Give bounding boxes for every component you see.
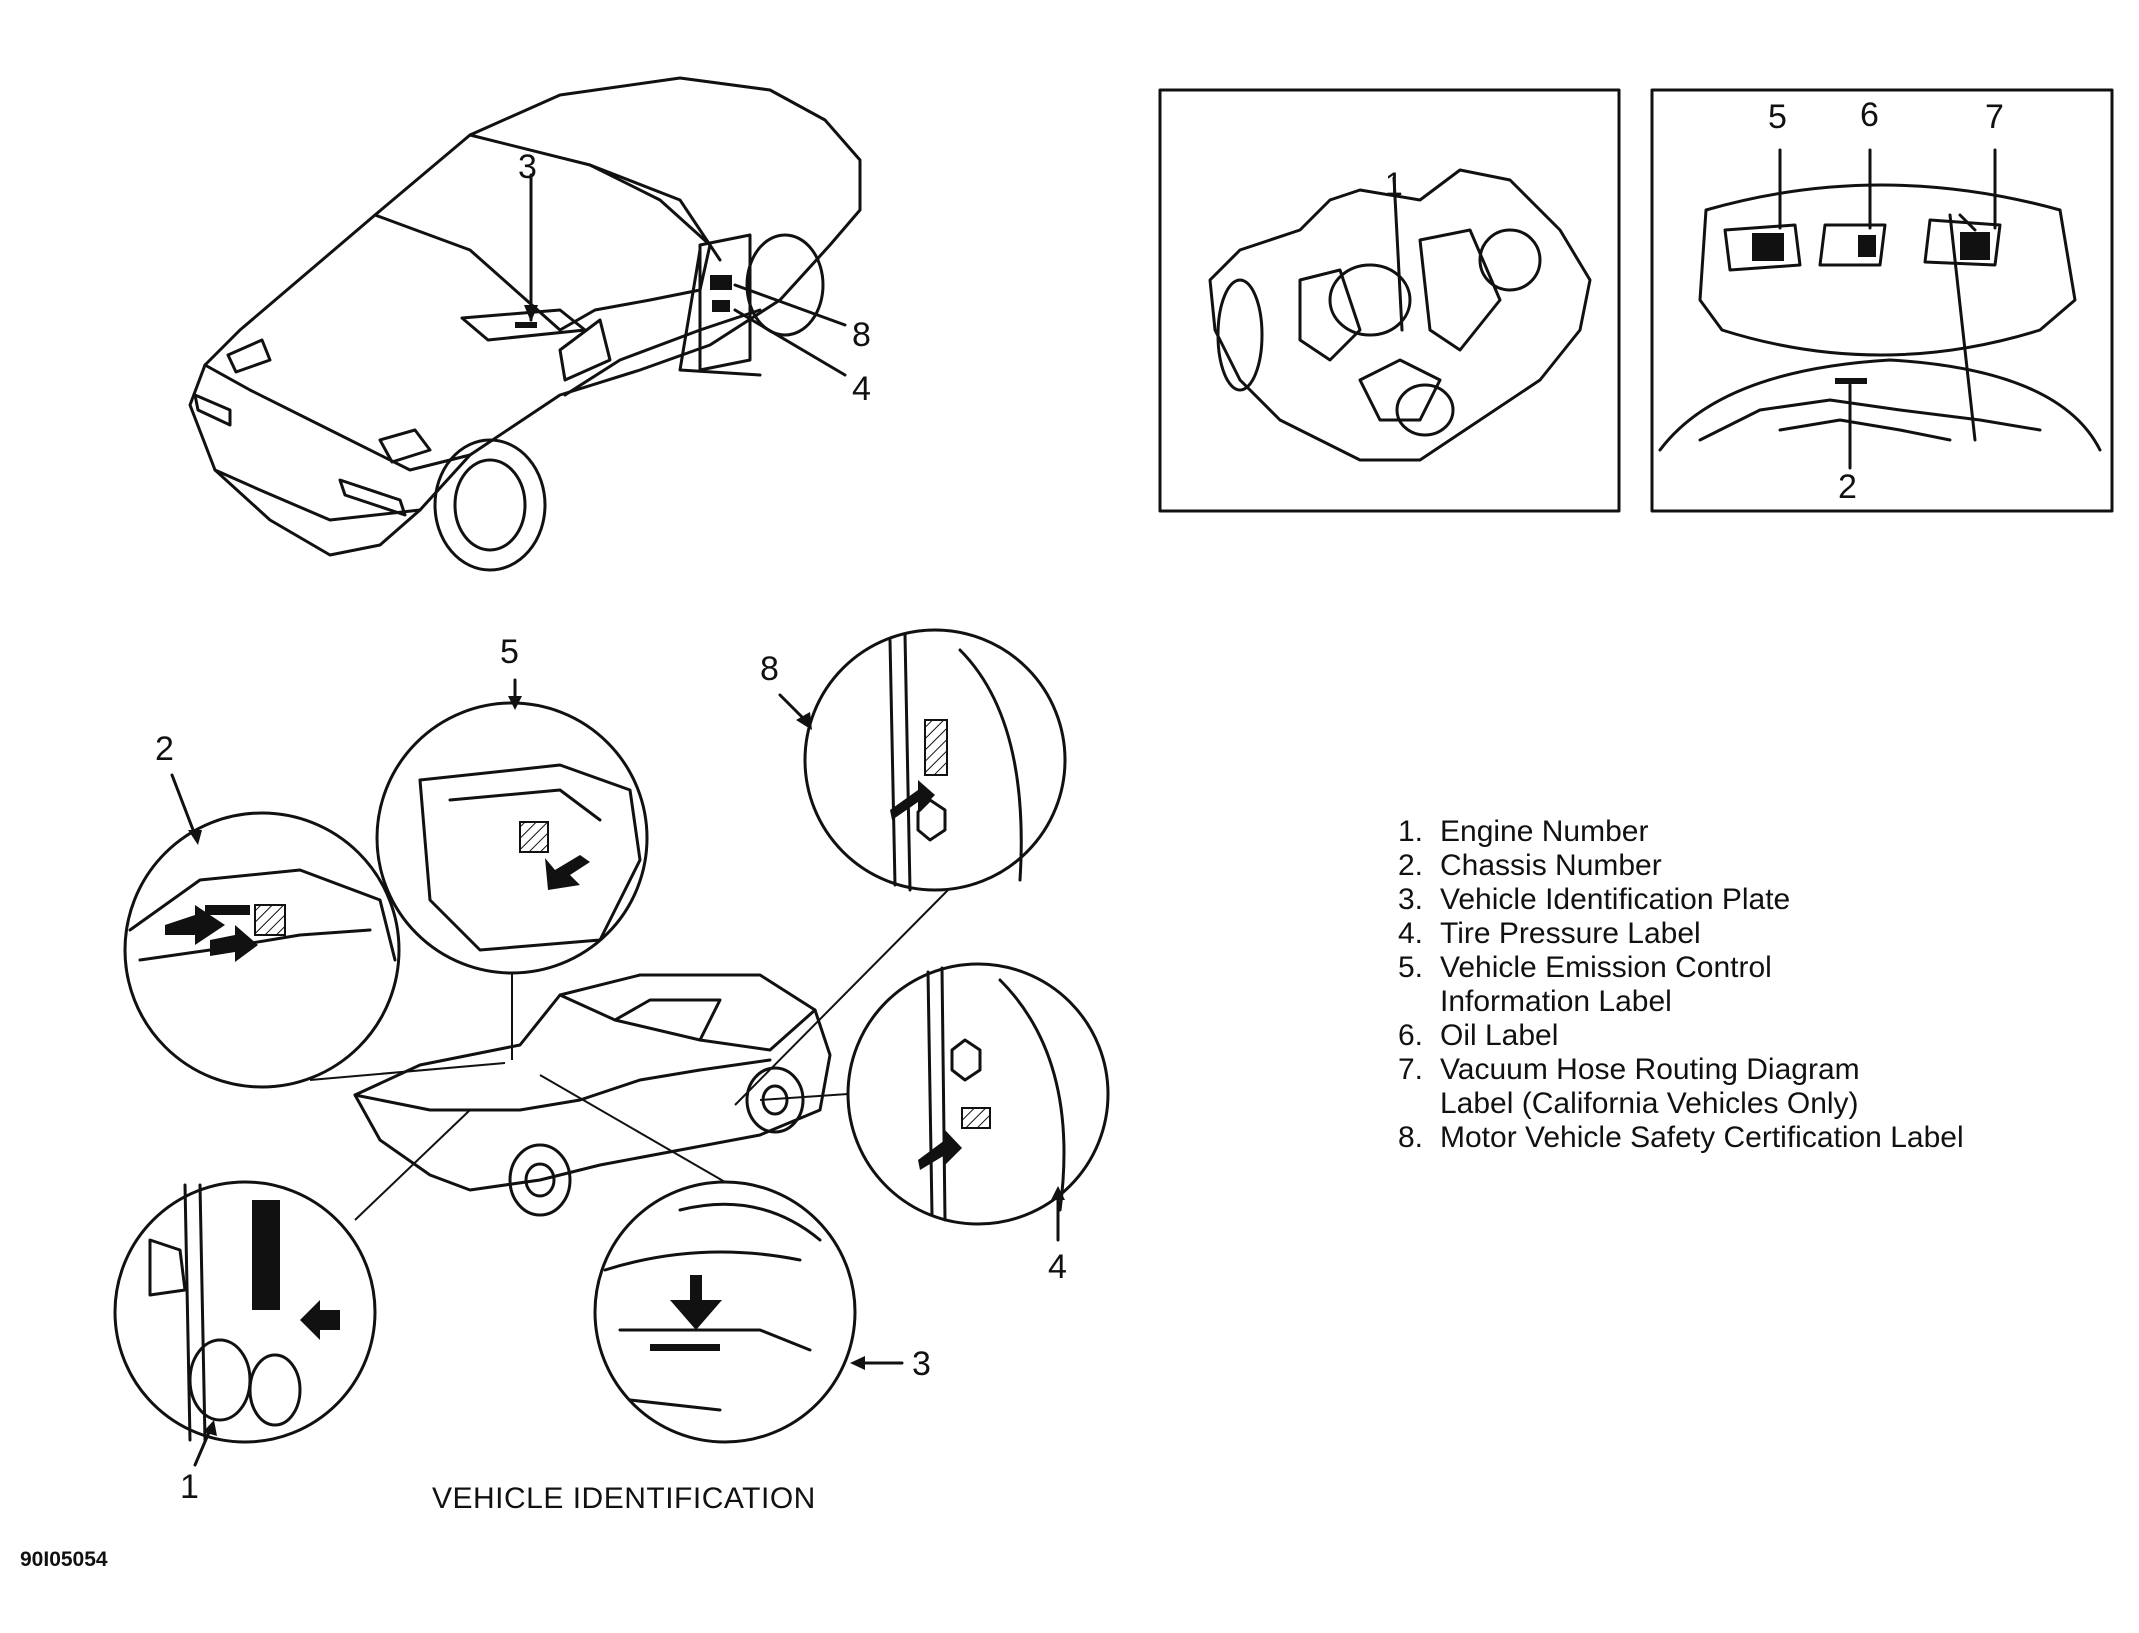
top-car-callout-4: 4	[852, 370, 871, 408]
top-car-callout-8: 8	[852, 316, 871, 354]
hood-callout-2: 2	[1838, 468, 1857, 506]
hood-callout-6: 6	[1860, 96, 1879, 134]
hood-callout-5: 5	[1768, 98, 1787, 136]
legend-item: 8. Motor Vehicle Safety Certification Lab…	[1398, 1121, 1964, 1155]
legend-number: 6.	[1398, 1019, 1424, 1052]
top-car-callout-3: 3	[518, 148, 537, 186]
legend-item: 6. Oil Label	[1398, 1019, 1964, 1053]
detail-callout-2: 2	[155, 730, 174, 768]
detail-circle-1	[113, 1180, 377, 1444]
legend-item: 2. Chassis Number	[1398, 849, 1964, 883]
legend-number: 8.	[1398, 1121, 1424, 1154]
legend-number: 5.	[1398, 951, 1424, 984]
legend-item: 7. Vacuum Hose Routing Diagram	[1398, 1053, 1964, 1087]
engine-callout-1: 1	[1385, 166, 1403, 202]
legend-item: 3. Vehicle Identification Plate	[1398, 883, 1964, 917]
top-car-illustration	[188, 76, 862, 572]
legend-item: 5. Vehicle Emission Control	[1398, 951, 1964, 985]
detail-circle-8	[803, 628, 1067, 892]
bottom-car-illustration	[353, 973, 832, 1217]
detail-callout-5: 5	[500, 633, 519, 671]
legend-item: Information Label	[1398, 985, 1964, 1019]
legend-number: 7.	[1398, 1053, 1424, 1086]
legend-text: Chassis Number	[1440, 849, 1662, 882]
legend-text: Engine Number	[1440, 815, 1649, 848]
legend-text: Vacuum Hose Routing Diagram	[1440, 1053, 1860, 1086]
detail-callout-4: 4	[1048, 1248, 1067, 1286]
detail-circle-5	[375, 701, 649, 975]
detail-callout-3: 3	[912, 1345, 931, 1383]
legend-item: Label (California Vehicles Only)	[1398, 1087, 1964, 1121]
legend-number: 2.	[1398, 849, 1424, 882]
detail-callout-8: 8	[760, 650, 779, 688]
legend-text: Label (California Vehicles Only)	[1440, 1087, 1859, 1120]
detail-callout-1: 1	[180, 1468, 199, 1506]
legend: 1. Engine Number 2. Chassis Number 3. Vehic…	[1398, 815, 1964, 1155]
legend-text: Tire Pressure Label	[1440, 917, 1701, 950]
legend-text: Vehicle Identification Plate	[1440, 883, 1791, 916]
legend-number: 4.	[1398, 917, 1424, 950]
legend-number: 1.	[1398, 815, 1424, 848]
legend-text: Vehicle Emission Control	[1440, 951, 1772, 984]
legend-number	[1398, 985, 1440, 1019]
figure-caption: VEHICLE IDENTIFICATION	[432, 1482, 816, 1515]
legend-item: 4. Tire Pressure Label	[1398, 917, 1964, 951]
legend-number: 3.	[1398, 883, 1424, 916]
detail-circle-3	[593, 1180, 857, 1444]
legend-number	[1398, 1087, 1440, 1121]
hood-panel	[1650, 88, 2114, 513]
legend-item: 1. Engine Number	[1398, 815, 1964, 849]
hood-callout-7: 7	[1985, 98, 2004, 136]
engine-panel	[1158, 88, 1621, 513]
legend-text: Motor Vehicle Safety Certification Label	[1440, 1121, 1964, 1154]
detail-circle-4	[846, 962, 1110, 1226]
detail-circle-2	[123, 811, 401, 1089]
legend-text: Oil Label	[1440, 1019, 1559, 1052]
figure-code: 90I05054	[20, 1548, 108, 1571]
leader-lines	[170, 678, 1065, 1467]
legend-text: Information Label	[1440, 985, 1672, 1018]
